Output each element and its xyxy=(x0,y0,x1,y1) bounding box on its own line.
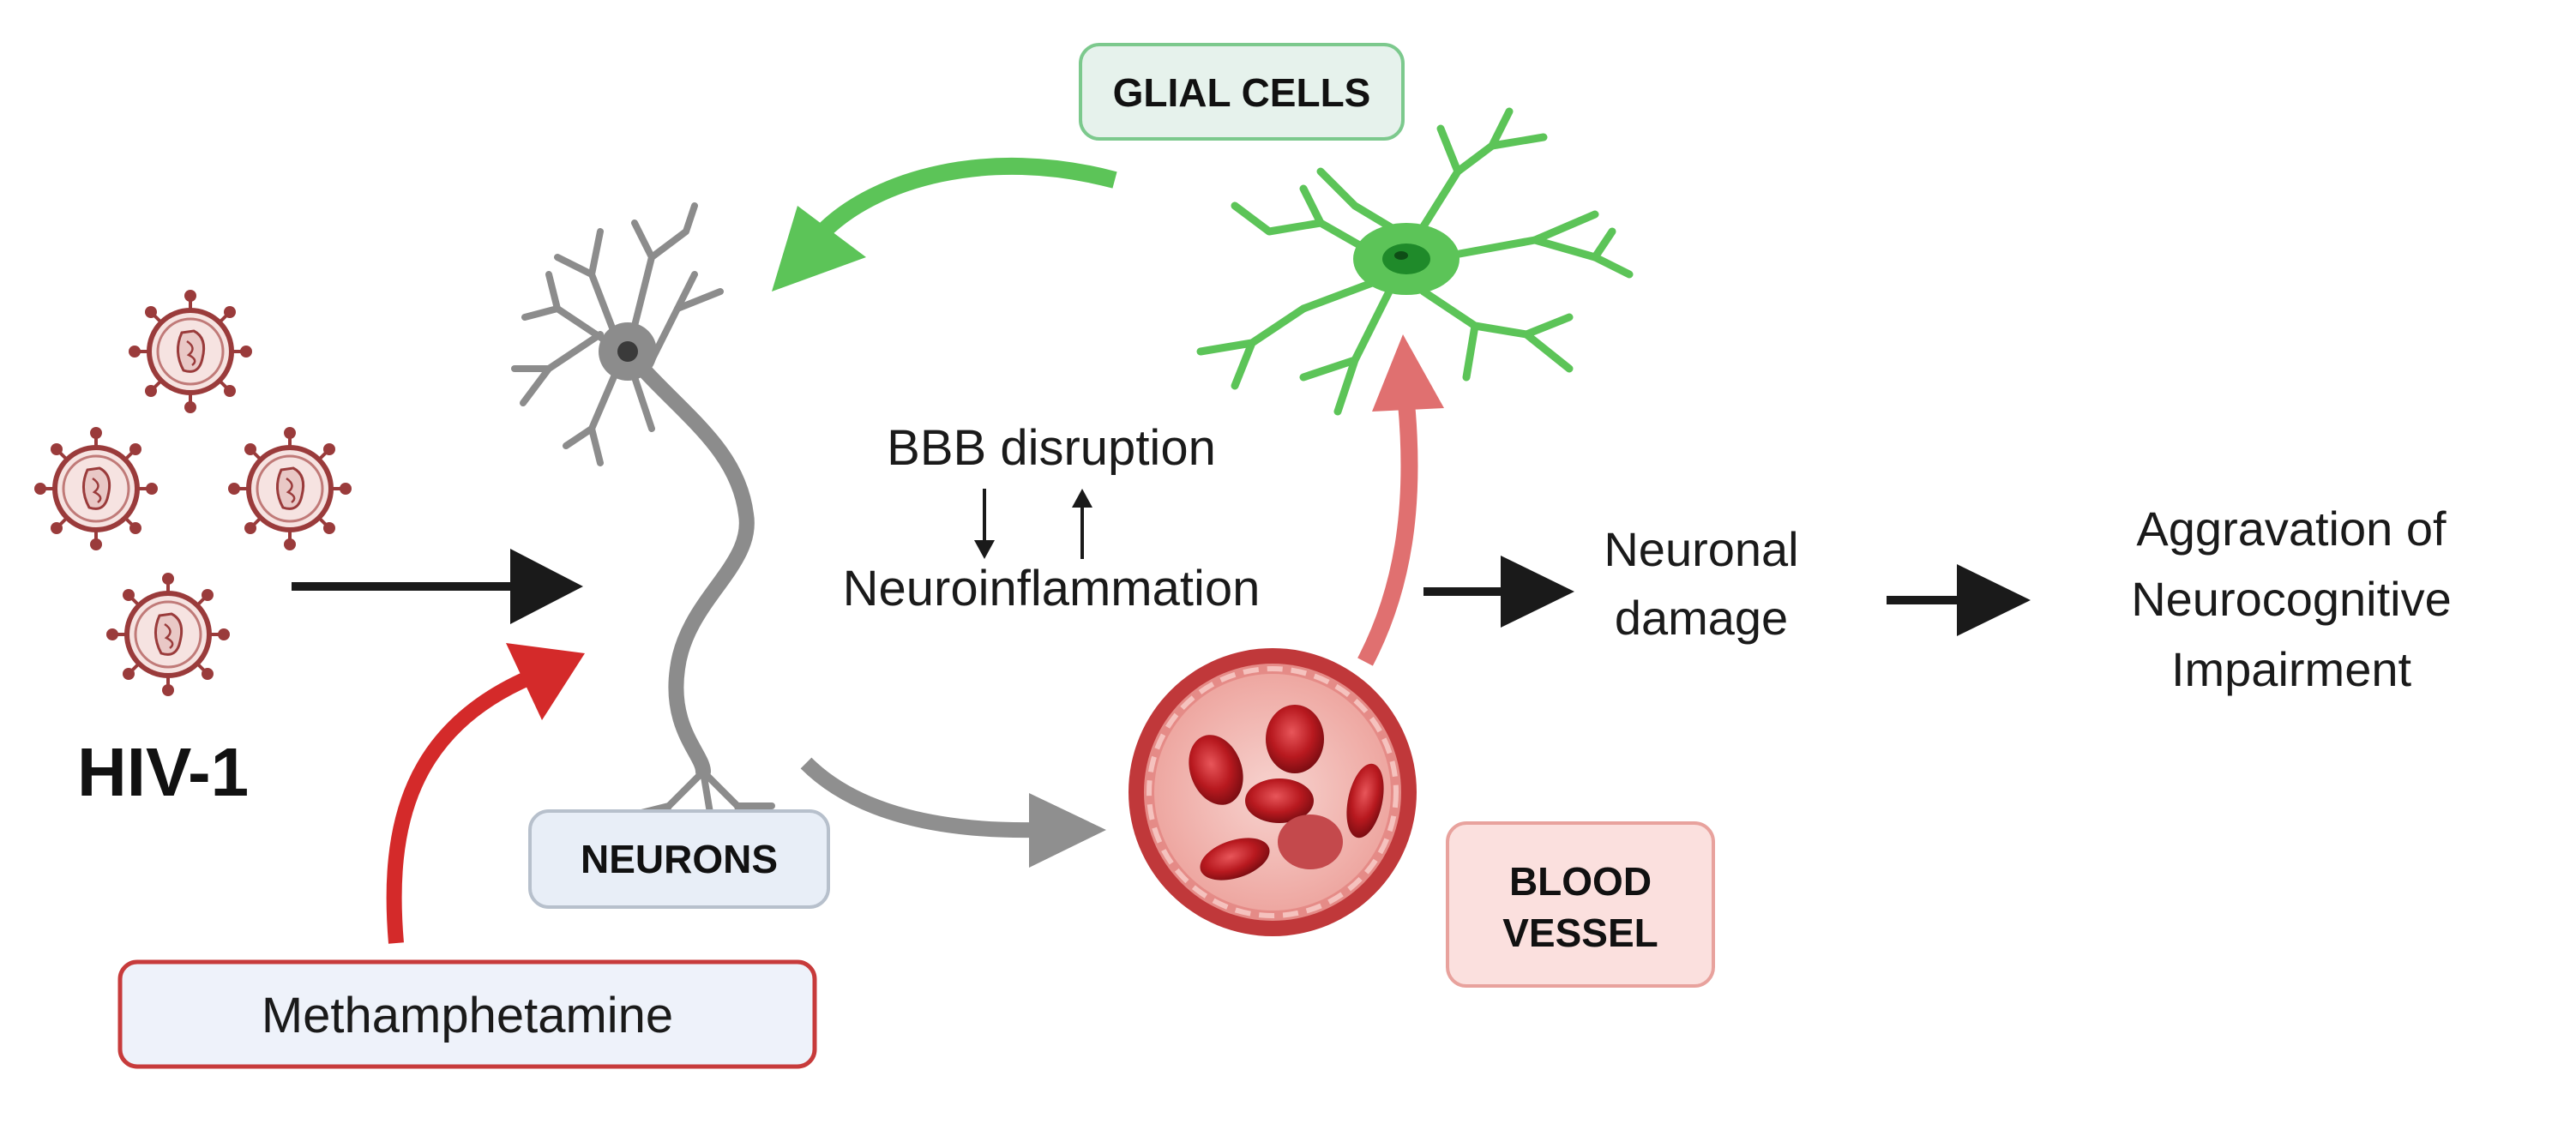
up-arrow-icon xyxy=(1072,489,1092,559)
neuronal-damage-label-line1: Neuronal xyxy=(1604,522,1798,576)
neuroinflammation-label: Neuroinflammation xyxy=(843,561,1261,616)
hiv-virus-particle xyxy=(34,427,158,550)
glial-cell xyxy=(1196,107,1634,416)
bbb-neuroinflammation-block: BBB disruption Neuroinflammation xyxy=(843,420,1261,616)
glia-to-neuron-arrow xyxy=(772,157,1117,292)
hiv-virus-particle xyxy=(106,573,230,696)
hiv-label: HIV-1 xyxy=(77,734,249,810)
blood-vessel-label-line2: VESSEL xyxy=(1502,911,1658,955)
methamphetamine-to-neuron-arrow xyxy=(386,643,585,944)
bbb-disruption-label: BBB disruption xyxy=(887,420,1216,476)
glial-cells-label: GLIAL CELLS xyxy=(1113,70,1371,115)
neurons-tag: NEURONS xyxy=(528,809,830,909)
down-arrow-icon xyxy=(974,489,995,559)
aggravation-label-line2: Neurocognitive xyxy=(2131,572,2452,626)
aggravation-label-line1: Aggravation of xyxy=(2136,502,2447,556)
vessel-to-glia-arrow xyxy=(1357,334,1444,666)
hiv-virus-particle xyxy=(228,427,352,550)
aggravation-label-line3: Impairment xyxy=(2171,642,2412,696)
neuron-to-vessel-arrow xyxy=(800,757,1106,868)
red-blood-cells xyxy=(1189,705,1384,881)
methamphetamine-box: Methamphetamine xyxy=(117,959,817,1069)
blood-vessel-tag: BLOOD VESSEL xyxy=(1446,821,1715,988)
blood-vessel xyxy=(1129,648,1417,936)
methamphetamine-label: Methamphetamine xyxy=(262,988,673,1043)
hiv-to-neuron-arrow xyxy=(292,549,583,624)
hiv-virus-particle xyxy=(129,290,252,413)
glial-cells-tag: GLIAL CELLS xyxy=(1079,43,1405,141)
hiv-virus-cluster xyxy=(34,290,352,696)
neuronal-damage-label-line2: damage xyxy=(1615,591,1788,645)
neurons-label: NEURONS xyxy=(581,837,778,881)
to-neuronal-damage-arrow xyxy=(1423,556,1574,628)
neuron-cell xyxy=(511,202,775,861)
to-aggravation-arrow xyxy=(1887,564,2031,636)
blood-vessel-label-line1: BLOOD xyxy=(1509,859,1652,904)
